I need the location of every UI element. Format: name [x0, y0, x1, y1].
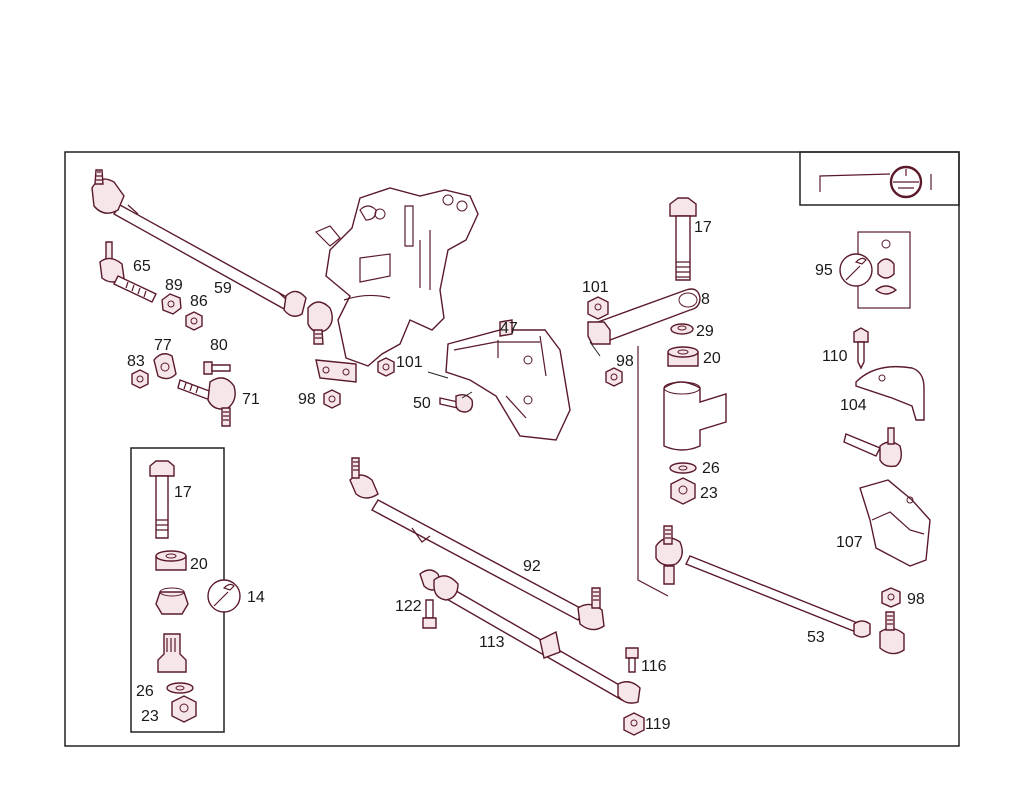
tie-rod-end-right [843, 427, 903, 468]
callout-20-top[interactable]: 20 [703, 350, 721, 367]
callout-119[interactable]: 119 [645, 716, 671, 733]
callout-labels: 17 8 29 20 101 98 26 23 47 101 98 50 59 … [127, 219, 925, 733]
callout-107[interactable]: 107 [836, 534, 863, 551]
cover-104 [855, 365, 925, 421]
nut-101-gear [377, 357, 395, 377]
callout-50[interactable]: 50 [413, 395, 431, 412]
callout-26-inset[interactable]: 26 [136, 683, 154, 700]
idler-support-bracket [663, 381, 727, 451]
idler-arm-8 [587, 288, 701, 345]
sleeve-inset [155, 587, 189, 615]
steering-gear-housing [314, 187, 479, 383]
nut-89 [161, 293, 182, 315]
logo-box [799, 151, 960, 206]
nut-23-inset [171, 695, 197, 723]
callout-65[interactable]: 65 [133, 258, 151, 275]
nut-98-idler [605, 367, 623, 387]
callout-17-top[interactable]: 17 [694, 219, 712, 236]
callout-116[interactable]: 116 [641, 658, 667, 675]
bracket-47 [445, 319, 571, 441]
callout-110[interactable]: 110 [822, 348, 848, 365]
callout-98-idler[interactable]: 98 [616, 353, 634, 370]
steering-wheel-symbol-icon [819, 165, 932, 199]
drag-link-53 [655, 525, 905, 655]
nut-98-right [881, 587, 901, 608]
callout-26-top[interactable]: 26 [702, 460, 720, 477]
inset-box [130, 447, 241, 733]
callout-92[interactable]: 92 [523, 558, 541, 575]
callout-20-inset[interactable]: 20 [190, 556, 208, 573]
leader-lines [427, 341, 601, 399]
tool-box-95 [839, 231, 911, 309]
callout-47[interactable]: 47 [500, 320, 518, 337]
callout-71[interactable]: 71 [242, 391, 260, 408]
callout-53[interactable]: 53 [807, 629, 825, 646]
nut-98-gear [323, 389, 341, 409]
callout-122[interactable]: 122 [395, 598, 422, 615]
splined-bushing-inset [157, 633, 187, 673]
reference-line [637, 346, 669, 597]
nut-23-top [670, 477, 696, 505]
clamp-77 [153, 353, 177, 380]
bolt-122 [422, 599, 437, 629]
callout-83[interactable]: 83 [127, 353, 145, 370]
tie-rod-113 [419, 569, 641, 704]
callout-89[interactable]: 89 [165, 277, 183, 294]
callout-23-top[interactable]: 23 [700, 485, 718, 502]
nut-119 [623, 712, 645, 736]
wrench-icon [839, 253, 873, 287]
nut-86 [185, 311, 203, 331]
callout-86[interactable]: 86 [190, 293, 208, 310]
callout-104[interactable]: 104 [840, 397, 867, 414]
bolt-17-top [669, 197, 697, 281]
bolt-110 [853, 327, 869, 370]
tie-rod-end-65 [99, 241, 157, 303]
callout-95[interactable]: 95 [815, 262, 833, 279]
callout-98-right[interactable]: 98 [907, 591, 925, 608]
callout-98-gear[interactable]: 98 [298, 391, 316, 408]
bolt-17-inset [149, 460, 175, 539]
washer-29 [670, 323, 694, 335]
tie-rod-59-assembly [91, 169, 333, 345]
tie-rod-92 [349, 457, 605, 631]
tie-rod-end-71 [177, 377, 236, 427]
washer-26-inset [166, 682, 194, 694]
callout-59[interactable]: 59 [214, 280, 232, 297]
nut-101-idler [587, 296, 609, 320]
callout-23-inset[interactable]: 23 [141, 708, 159, 725]
shield-107 [859, 479, 931, 567]
callout-113[interactable]: 113 [479, 634, 505, 651]
callout-29[interactable]: 29 [696, 323, 714, 340]
callout-8[interactable]: 8 [701, 291, 710, 308]
bolt-80 [203, 361, 231, 375]
callout-101-idler[interactable]: 101 [582, 279, 609, 296]
bushing-20-top [667, 346, 699, 367]
callout-14[interactable]: 14 [247, 589, 265, 606]
callout-101-gear[interactable]: 101 [396, 354, 423, 371]
diagram-frame [64, 151, 960, 747]
bolt-50 [439, 393, 474, 413]
bushing-20-inset [155, 550, 187, 571]
wrench-icon-14 [207, 579, 241, 613]
nut-83 [131, 369, 149, 389]
bolt-116 [625, 647, 639, 673]
callout-80[interactable]: 80 [210, 337, 228, 354]
callout-77[interactable]: 77 [154, 337, 172, 354]
washer-26-top [669, 462, 697, 474]
callout-17-inset[interactable]: 17 [174, 484, 192, 501]
